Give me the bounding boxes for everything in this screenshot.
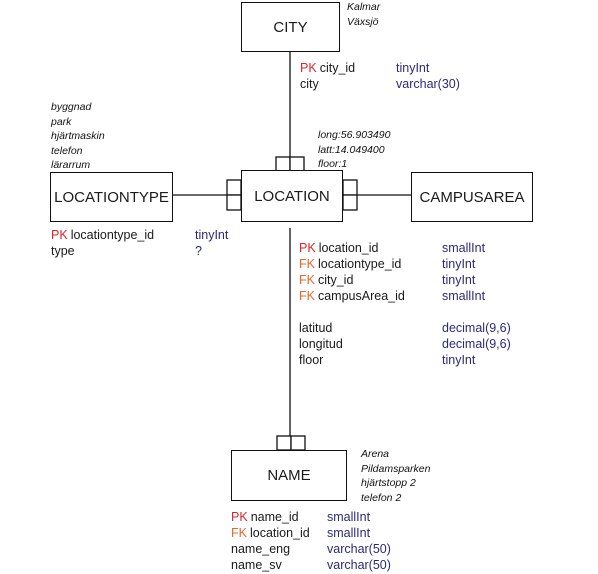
note-line: telefon — [51, 144, 83, 157]
location-left-connector-box — [226, 179, 242, 196]
field-name: locationtype_id — [70, 228, 155, 242]
key-badge: FK — [299, 289, 315, 303]
field-type: tinyInt — [396, 61, 430, 75]
entity-name: NAME — [231, 450, 347, 501]
field-name: type — [51, 244, 75, 258]
entity-locationtype-label: LOCATIONTYPE — [54, 188, 169, 206]
note-line: hjärtmaskin — [51, 130, 105, 142]
field-type: varchar(50) — [327, 558, 391, 572]
entity-location: LOCATION — [241, 170, 343, 222]
entity-campusarea-label: CAMPUSAREA — [419, 188, 525, 206]
key-badge: FK — [299, 273, 315, 287]
entity-name-label: NAME — [267, 467, 311, 484]
note-line: Kalmar — [347, 1, 381, 13]
field-name: name_eng — [231, 542, 291, 556]
entity-campusarea: CAMPUSAREA — [411, 172, 533, 222]
field-name: locationtype_id — [317, 257, 402, 271]
field-name: city_id — [317, 273, 354, 287]
key-badge: PK — [299, 241, 316, 255]
field-name: city — [300, 77, 319, 91]
key-badge: PK — [300, 61, 317, 75]
key-badge: PK — [231, 510, 248, 524]
note-line: Pildamsparken — [361, 462, 431, 475]
field-name: city_id — [319, 61, 356, 75]
field-name: floor — [299, 353, 324, 367]
field-row: name_eng varchar(50) — [231, 541, 431, 557]
note-line: park — [51, 115, 72, 128]
field-type: tinyInt — [195, 228, 229, 242]
entity-city-label: CITY — [273, 18, 308, 36]
field-type: tinyInt — [442, 353, 476, 367]
field-type: tinyInt — [442, 273, 476, 287]
key-badge: PK — [51, 228, 68, 242]
field-row: longitud decimal(9,6) — [299, 336, 529, 352]
locationtype-example-values: byggnad park hjärtmaskin telefon lärarru… — [51, 100, 105, 173]
field-name: location_id — [318, 241, 379, 255]
field-row: latitud decimal(9,6) — [299, 320, 529, 336]
field-row: name_sv varchar(50) — [231, 557, 431, 573]
field-type: varchar(30) — [396, 77, 460, 91]
field-type: decimal(9,6) — [442, 337, 511, 351]
note-line: hjärtstopp 2 — [361, 477, 416, 489]
entity-locationtype: LOCATIONTYPE — [50, 172, 173, 222]
location-right-connector-box — [342, 179, 358, 196]
note-line: byggnad — [51, 101, 92, 113]
note-line: Arena — [361, 448, 390, 460]
field-type: smallInt — [327, 526, 371, 540]
note-line: Växsjö — [347, 15, 379, 28]
entity-location-label: LOCATION — [254, 187, 330, 205]
name-top-connector-box — [276, 435, 292, 451]
field-name: campusArea_id — [317, 289, 405, 303]
location-top-connector-box — [275, 156, 291, 172]
field-type: varchar(50) — [327, 542, 391, 556]
field-name: latitud — [299, 321, 333, 335]
note-line: latt:14.049400 — [318, 143, 385, 156]
field-name: longitud — [299, 337, 343, 351]
city-example-values: Kalmar Växsjö — [347, 0, 380, 29]
key-badge: FK — [299, 257, 315, 271]
field-type: smallInt — [442, 289, 486, 303]
field-name: name_id — [250, 510, 299, 524]
field-name: name_sv — [231, 558, 282, 572]
name-example-values: Arena Pildamsparken hjärtstopp 2 telefon… — [361, 447, 430, 505]
note-line: telefon 2 — [361, 491, 402, 504]
field-row: city varchar(30) — [300, 76, 500, 92]
field-type: smallInt — [442, 241, 486, 255]
note-line: lärarrum — [51, 159, 91, 171]
note-line: floor:1 — [318, 158, 348, 170]
field-type: ? — [195, 244, 202, 258]
field-name: location_id — [249, 526, 310, 540]
location-example-values: long:56.903490 latt:14.049400 floor:1 — [318, 128, 390, 172]
key-badge: FK — [231, 526, 247, 540]
field-type: tinyInt — [442, 257, 476, 271]
field-type: decimal(9,6) — [442, 321, 511, 335]
field-type: smallInt — [327, 510, 371, 524]
field-row: type ? — [51, 243, 271, 259]
entity-city: CITY — [241, 2, 340, 52]
field-row: floor tinyInt — [299, 352, 529, 368]
note-line: long:56.903490 — [318, 129, 391, 141]
